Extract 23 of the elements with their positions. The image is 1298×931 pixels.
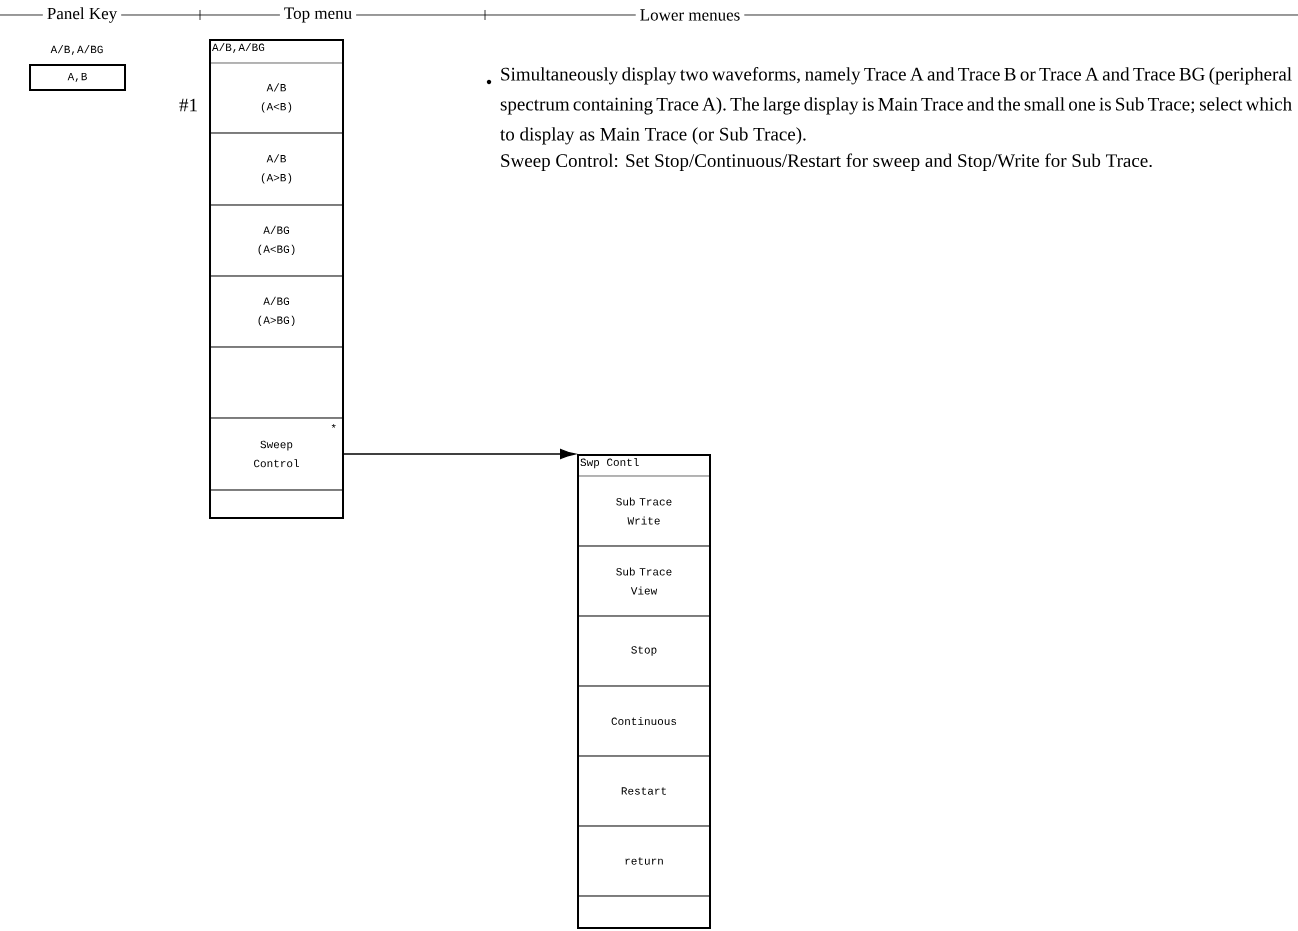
panel-key: A/B,A/BG A,B <box>29 45 126 91</box>
description: Simultaneously display two waveforms, namely Trace A and Trace B or Trace A and Trace BG (peripheral spectrum containing Trace A). The large display is Main Trace and the small one is Sub Trace; select which to display as Main Trace (or Sub Trace). <box>500 67 1292 145</box>
menu-item: Sub Trace View <box>577 545 711 617</box>
menu-item: A/BG (A<BG) <box>209 204 344 277</box>
section-heading: Panel Key <box>42 5 122 25</box>
menu-item: A/B (A<B) <box>209 62 344 134</box>
section-heading: Lower menues <box>635 7 745 23</box>
menu-item: Sweep Control * <box>209 417 344 491</box>
empty-menu-item <box>209 489 344 519</box>
node-label: #1 <box>179 98 197 112</box>
menu-item: Restart <box>577 755 711 827</box>
menu-item: A/B (A>B) <box>209 132 344 206</box>
menu-item: return <box>577 825 711 897</box>
empty-menu-item <box>209 346 344 419</box>
node-label: A/B,A/BG <box>50 45 103 55</box>
menu-item: Sub Trace Write <box>577 475 711 547</box>
menu-item: A/BG (A>BG) <box>209 275 344 348</box>
section-heading: Top menu <box>279 5 357 25</box>
menu-item: Continuous <box>577 685 711 757</box>
arrow <box>342 448 576 460</box>
menu-item: Stop <box>577 615 711 687</box>
empty-menu-item <box>577 895 711 929</box>
description: Sweep Control: Set Stop/Continuous/Restart for sweep and Stop/Write for Sub Trace. <box>501 153 1152 171</box>
